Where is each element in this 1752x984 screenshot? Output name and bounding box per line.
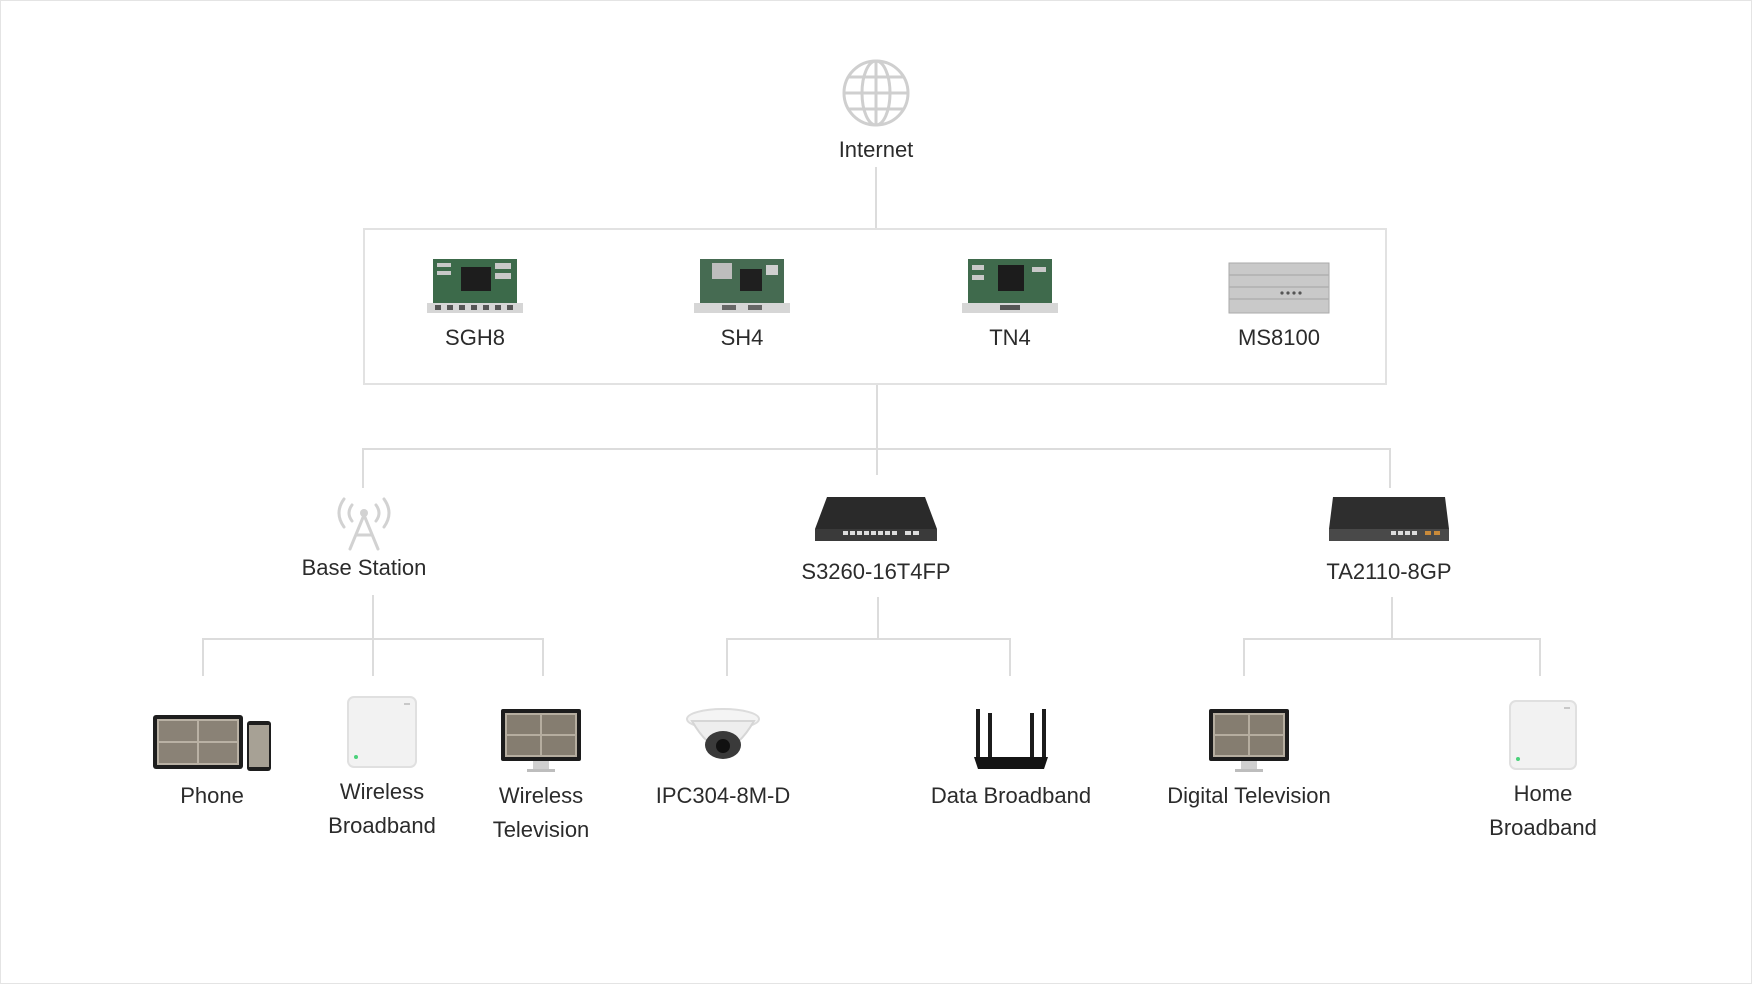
olt-board-tn4: TN4 — [910, 253, 1110, 355]
switch-icon — [1329, 497, 1449, 541]
olt-board-label: SGH8 — [445, 325, 505, 350]
endpoint-data-broadband: Data Broadband — [916, 707, 1106, 813]
internet-label: Internet — [838, 137, 914, 162]
endpoint-phone: Phone — [132, 711, 292, 813]
antenna-tower-icon — [337, 497, 391, 551]
connector-s3260-bus — [726, 638, 1011, 640]
olt-group-box — [363, 228, 1387, 385]
tablet-phone-icon — [153, 715, 271, 771]
connector-ta2110-down — [1391, 597, 1393, 639]
endpoint-label: Wireless Television — [492, 783, 590, 842]
connector-phone — [202, 638, 204, 676]
switch-label: S3260-16T4FP — [801, 559, 951, 584]
connector-base-station-down — [372, 595, 374, 639]
endpoint-label: IPC304-8M-D — [655, 783, 791, 808]
connector-olt-bus — [876, 385, 878, 475]
endpoint-ipc304: IPC304-8M-D — [643, 705, 803, 813]
connector-ta2110 — [1389, 448, 1391, 488]
endpoint-label: Data Broadband — [930, 783, 1092, 808]
olt-board-sh4: SH4 — [642, 253, 842, 355]
switch-icon — [815, 497, 937, 541]
monitor-icon — [501, 709, 581, 772]
connector-internet-olt — [875, 167, 877, 228]
olt-board-label: SH4 — [720, 325, 764, 350]
connector-ipc — [726, 638, 728, 676]
endpoint-wireless-television: Wireless Television — [461, 707, 621, 847]
internet-node: Internet — [776, 57, 976, 167]
olt-chassis-icon — [1228, 262, 1330, 314]
endpoint-label: Home Broadband — [1489, 781, 1597, 840]
endpoint-home-broadband: Home Broadband — [1483, 699, 1603, 845]
connector-aggregation-bus — [362, 448, 1391, 450]
olt-board-sgh8: SGH8 — [375, 253, 575, 355]
connector-s3260-down — [877, 597, 879, 639]
base-station-label: Base Station — [301, 555, 427, 580]
connector-ta2110-bus — [1243, 638, 1541, 640]
connector-data-broadband — [1009, 638, 1011, 676]
router-icon — [974, 709, 1048, 769]
switch-ta2110-node: TA2110-8GP — [1289, 495, 1489, 589]
line-card-icon — [427, 259, 523, 313]
base-station-node: Base Station — [264, 487, 464, 585]
olt-board-label: TN4 — [989, 325, 1031, 350]
connector-wireless-broadband — [372, 638, 374, 676]
line-card-icon — [962, 259, 1058, 313]
access-point-icon — [347, 696, 417, 768]
globe-icon — [842, 59, 910, 127]
connector-wireless-television — [542, 638, 544, 676]
switch-s3260-node: S3260-16T4FP — [776, 495, 976, 589]
olt-board-label: MS8100 — [1238, 325, 1320, 350]
monitor-icon — [1209, 709, 1289, 772]
endpoint-wireless-broadband: Wireless Broadband — [302, 695, 462, 843]
connector-home-broadband — [1539, 638, 1541, 676]
endpoint-label: Digital Television — [1167, 783, 1331, 808]
dome-camera-icon — [686, 708, 760, 759]
endpoint-digital-television: Digital Television — [1149, 707, 1349, 813]
endpoint-label: Phone — [180, 783, 244, 808]
access-point-icon — [1509, 700, 1577, 770]
connector-base-station — [362, 448, 364, 488]
endpoint-label: Wireless Broadband — [328, 779, 436, 838]
line-card-icon — [694, 259, 790, 313]
connector-digital-television — [1243, 638, 1245, 676]
switch-label: TA2110-8GP — [1326, 559, 1452, 584]
olt-chassis-ms8100: MS8100 — [1179, 253, 1379, 355]
